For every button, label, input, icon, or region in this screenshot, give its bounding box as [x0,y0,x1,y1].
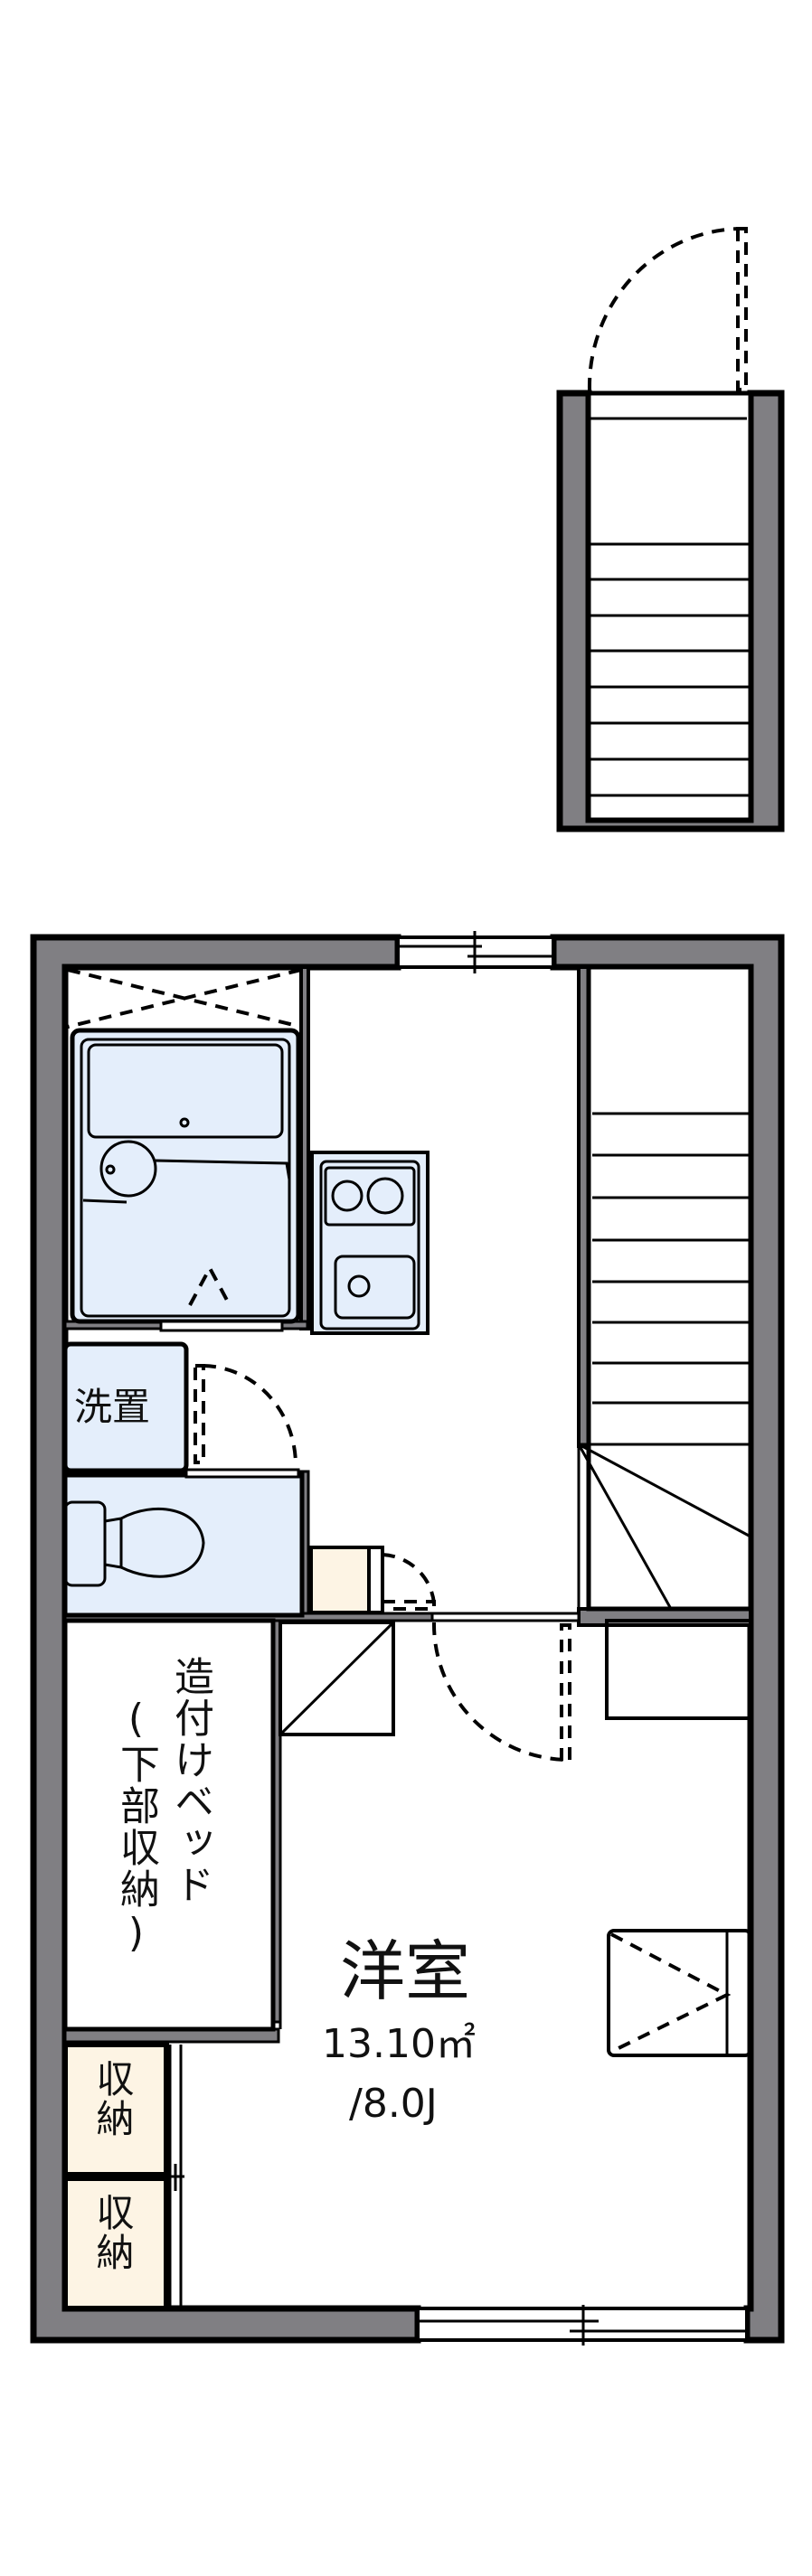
toilet-bowl-icon [119,1507,205,1578]
built-in-bed [62,1618,276,2032]
bathroom [67,968,302,1332]
stove-burner-icon [331,1180,364,1212]
washer-space [62,1341,297,1473]
washer-space-label: 洗置 [74,1385,151,1429]
stove-burner-icon [366,1177,404,1215]
storage-closets [62,2042,184,2311]
room-name: 洋室 [340,1933,471,2009]
room-area: 13.10㎡ [322,2021,476,2067]
built-in-bed-sublabel: (下部収納) [113,1696,159,1958]
storage-2-label: 収納 [90,2193,135,2272]
sink-drain-icon [347,1274,371,1298]
storage-1-label: 収納 [90,2059,135,2139]
exterior-stair [556,227,785,832]
top-window [396,931,555,973]
room-furniture [605,1619,752,2057]
kitchen [310,1151,430,1335]
drain-icon [179,1117,190,1128]
closet-corner [279,1621,395,1736]
door-swing-icon [587,227,741,391]
bottom-window [416,2305,749,2346]
interior-stair [577,964,753,1612]
stair-steps [589,542,751,797]
shoe-cabinet [309,1546,436,1614]
room-door [430,1612,581,1763]
built-in-bed-label: 造付けベッド [167,1656,213,1905]
room-jo: /8.0J [349,2081,438,2127]
toilet [62,1468,305,1618]
